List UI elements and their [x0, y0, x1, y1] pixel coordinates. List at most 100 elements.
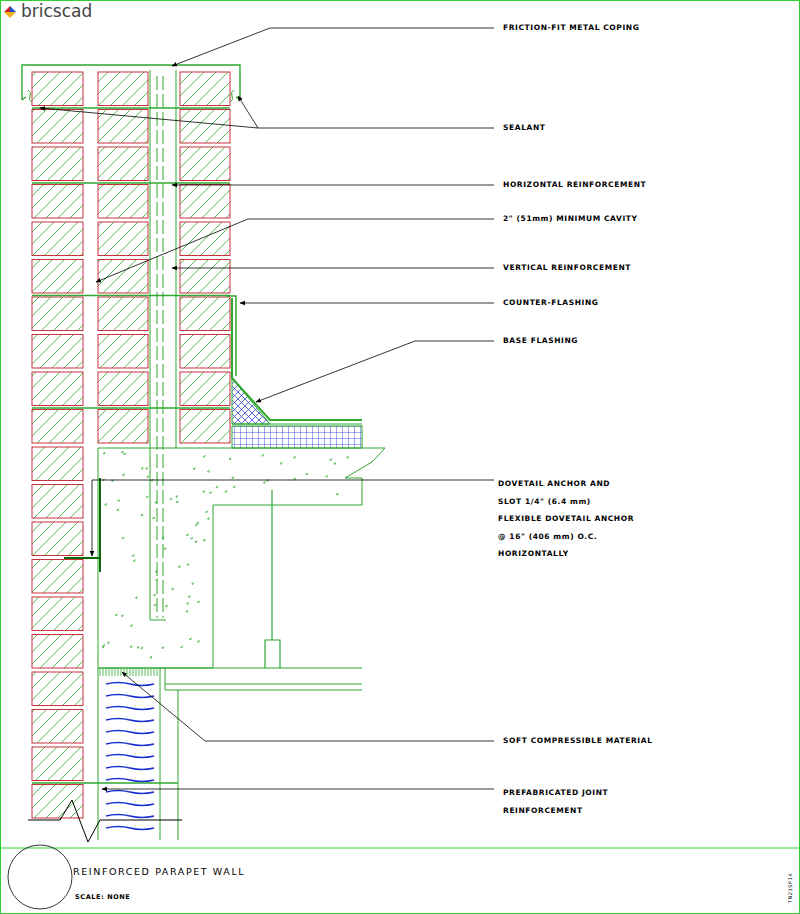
compressible-tick	[154, 669, 155, 676]
brick-wythes	[32, 72, 230, 818]
brick	[32, 785, 83, 819]
compressible-tick	[133, 669, 134, 676]
leader-line	[172, 268, 494, 269]
counter-flashing	[226, 296, 236, 376]
wall-line	[98, 668, 99, 840]
aggregate-speck	[347, 456, 349, 458]
vertical-rebar	[163, 76, 164, 618]
aggregate-speck	[147, 476, 149, 478]
aggregate-speck	[154, 604, 156, 606]
joint-reinforcement	[32, 295, 230, 297]
aggregate-speck	[207, 518, 209, 520]
cavity-line	[176, 70, 177, 448]
brick	[180, 260, 230, 294]
compressible-tick	[145, 669, 146, 676]
dovetail-anchor	[64, 557, 100, 559]
aggregate-speck	[178, 566, 180, 568]
aggregate-speck	[135, 597, 137, 599]
aggregate-speck	[154, 594, 156, 596]
aggregate-speck	[232, 477, 234, 479]
brick	[180, 222, 230, 256]
aggregate-speck	[203, 539, 205, 541]
brick	[180, 372, 230, 406]
aggregate-speck	[216, 486, 218, 488]
aggregate-speck	[176, 501, 178, 503]
aggregate-speck	[330, 459, 332, 461]
aggregate-speck	[229, 458, 231, 460]
aggregate-speck	[137, 646, 139, 648]
leader-lines	[40, 28, 494, 789]
compressible-tick	[127, 669, 128, 676]
compressible-tick	[157, 669, 158, 676]
compressible-tick	[121, 669, 122, 676]
brick	[98, 260, 148, 294]
joint-reinforcement	[32, 182, 230, 184]
leader-line	[96, 219, 494, 282]
callout-label: DOVETAIL ANCHOR AND SLOT 1/4" (6.4 mm) F…	[498, 475, 636, 563]
brick	[32, 485, 83, 519]
roof-membrane	[232, 424, 362, 425]
block-grain	[106, 707, 154, 710]
compressible-tick	[115, 669, 116, 676]
compressible-tick	[136, 669, 137, 676]
aggregate-speck	[195, 541, 197, 543]
logo-icon	[4, 6, 16, 18]
aggregate-speck	[189, 638, 191, 640]
aggregate-speck	[225, 491, 227, 493]
aggregate-speck	[192, 583, 194, 585]
leader-line	[172, 28, 494, 66]
callout-label: SOFT COMPRESSIBLE MATERIAL	[503, 736, 653, 746]
aggregate-speck	[262, 454, 264, 456]
leader-line	[256, 341, 494, 402]
brick	[180, 335, 230, 369]
aggregate-speck	[132, 555, 134, 557]
concrete-slab	[98, 448, 385, 668]
brick	[32, 560, 83, 594]
brick	[32, 747, 83, 781]
brick	[180, 147, 230, 181]
aggregate-speck	[209, 492, 211, 494]
callout-label: COUNTER-FLASHING	[503, 298, 599, 308]
aggregate-speck	[103, 645, 105, 647]
compressible-tick	[112, 669, 113, 676]
aggregate-speck	[122, 537, 124, 539]
brick	[98, 72, 148, 106]
aggregate-speck	[162, 647, 164, 649]
aggregate-speck	[122, 474, 124, 476]
cavity-line	[150, 70, 151, 620]
joint-reinforcement	[32, 407, 230, 409]
brick	[32, 372, 83, 406]
brick	[98, 297, 148, 331]
brick	[98, 185, 148, 219]
callout-label: PREFABRICATED JOINT REINFORCEMENT	[503, 784, 641, 819]
brick	[32, 260, 83, 294]
aggregate-speck	[141, 468, 143, 470]
block-grain	[106, 755, 154, 758]
aggregate-speck	[207, 470, 209, 472]
brick	[98, 147, 148, 181]
brick	[32, 672, 83, 706]
aggregate-speck	[233, 486, 235, 488]
roof-insulation	[232, 426, 362, 448]
brick	[98, 110, 148, 144]
compressible-tick	[142, 669, 143, 676]
leader-line	[238, 96, 494, 128]
vertical-rebar	[157, 76, 158, 618]
brick	[180, 297, 230, 331]
compressible-tick	[109, 669, 110, 676]
callout-label: SEALANT	[503, 123, 546, 133]
aggregate-speck	[115, 614, 117, 616]
aggregate-speck	[263, 482, 265, 484]
aggregate-speck	[146, 496, 148, 498]
brick	[98, 335, 148, 369]
structure	[22, 65, 385, 842]
aggregate-speck	[197, 601, 199, 603]
brick	[98, 222, 148, 256]
scale-note: SCALE: NONE	[75, 892, 130, 902]
aggregate-speck	[170, 498, 172, 500]
aggregate-speck	[176, 496, 178, 498]
block-grain	[106, 767, 154, 770]
aggregate-speck	[197, 641, 199, 643]
leader-line	[122, 672, 494, 741]
aggregate-speck	[186, 610, 188, 612]
